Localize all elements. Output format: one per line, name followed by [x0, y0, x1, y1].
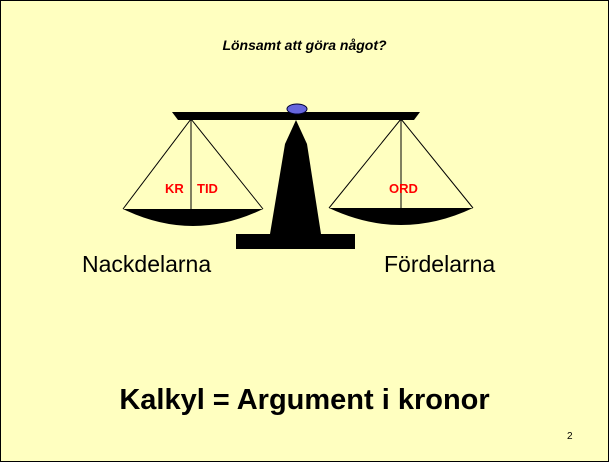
right-pan-strings: [328, 118, 474, 209]
slide-title: Lönsamt att göra något?: [222, 37, 387, 53]
page-number: 2: [567, 431, 573, 442]
formula-heading: Kalkyl = Argument i kronor: [119, 384, 490, 416]
scale-beam: [172, 112, 420, 120]
right-pan-word-ord: ORD: [389, 181, 418, 196]
left-pan-strings: [122, 118, 264, 210]
scale-base: [236, 234, 355, 249]
right-pan: [329, 208, 473, 225]
left-pan: [123, 209, 263, 226]
left-side-label: Nackdelarna: [82, 251, 212, 277]
scale-post: [270, 120, 321, 234]
right-side-label: Fördelarna: [384, 251, 496, 277]
left-pan-word-kr: KR: [165, 181, 184, 196]
left-pan-word-tid: TID: [197, 181, 218, 196]
scale-pivot: [286, 103, 308, 115]
